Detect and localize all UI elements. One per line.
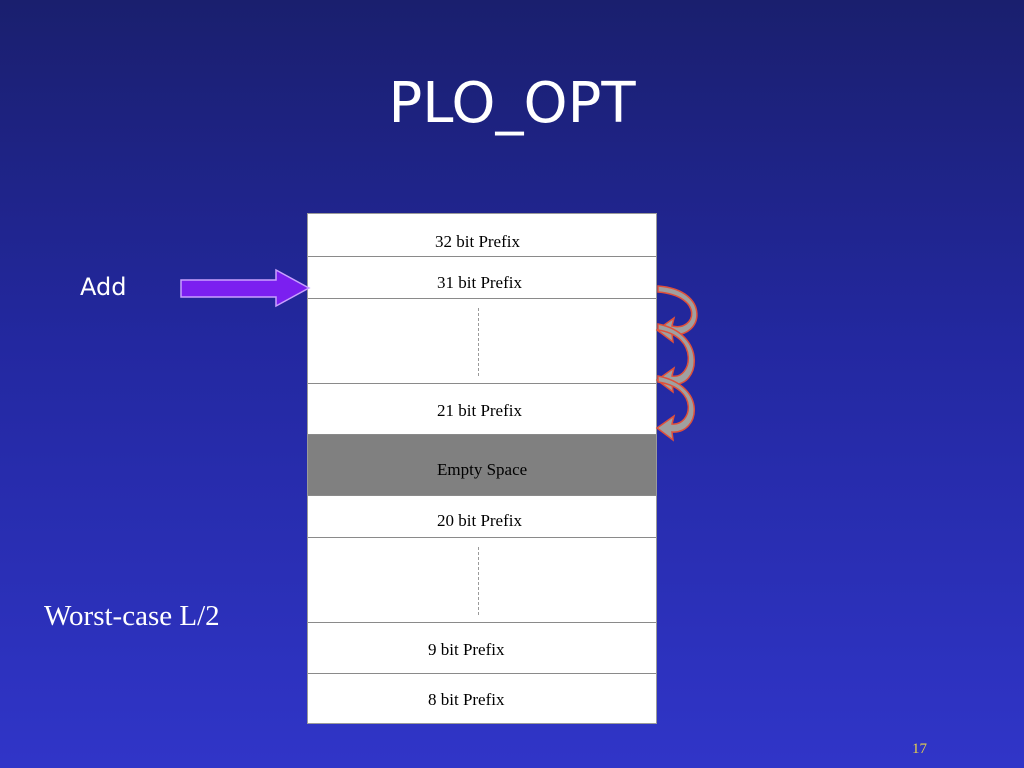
add-label: Add — [80, 273, 127, 301]
page-number: 17 — [912, 741, 927, 757]
prefix-row-21: 21 bit Prefix — [308, 384, 656, 435]
prefix-row-label: 21 bit Prefix — [437, 401, 522, 420]
curved-arrow-icon — [655, 375, 695, 442]
worst-case-label: Worst-case L/2 — [44, 600, 220, 632]
prefix-row-label: 9 bit Prefix — [428, 640, 505, 659]
prefix-row-9: 9 bit Prefix — [308, 623, 656, 674]
curved-arrow-icon — [655, 285, 698, 344]
vertical-ellipsis-line — [478, 308, 479, 376]
empty-space-row: Empty Space — [308, 435, 656, 496]
prefix-row-label: 8 bit Prefix — [428, 690, 505, 709]
prefix-row-20: 20 bit Prefix — [308, 496, 656, 538]
ellipsis-row-lower — [308, 538, 656, 623]
prefix-row-label: 31 bit Prefix — [437, 273, 522, 292]
prefix-row-label: 32 bit Prefix — [435, 232, 520, 251]
prefix-row-32: 32 bit Prefix — [308, 214, 656, 257]
curved-arrow-icon — [655, 323, 695, 394]
vertical-ellipsis-line — [478, 547, 479, 615]
empty-space-label: Empty Space — [437, 460, 528, 479]
add-arrow-icon — [180, 268, 311, 308]
prefix-row-label: 20 bit Prefix — [437, 511, 522, 530]
prefix-row-8: 8 bit Prefix — [308, 674, 656, 723]
ellipsis-row-upper — [308, 299, 656, 384]
prefix-row-31: 31 bit Prefix — [308, 257, 656, 299]
prefix-table: 32 bit Prefix 31 bit Prefix 21 bit Prefi… — [307, 213, 657, 724]
slide-title: PLO_OPT — [388, 71, 636, 136]
